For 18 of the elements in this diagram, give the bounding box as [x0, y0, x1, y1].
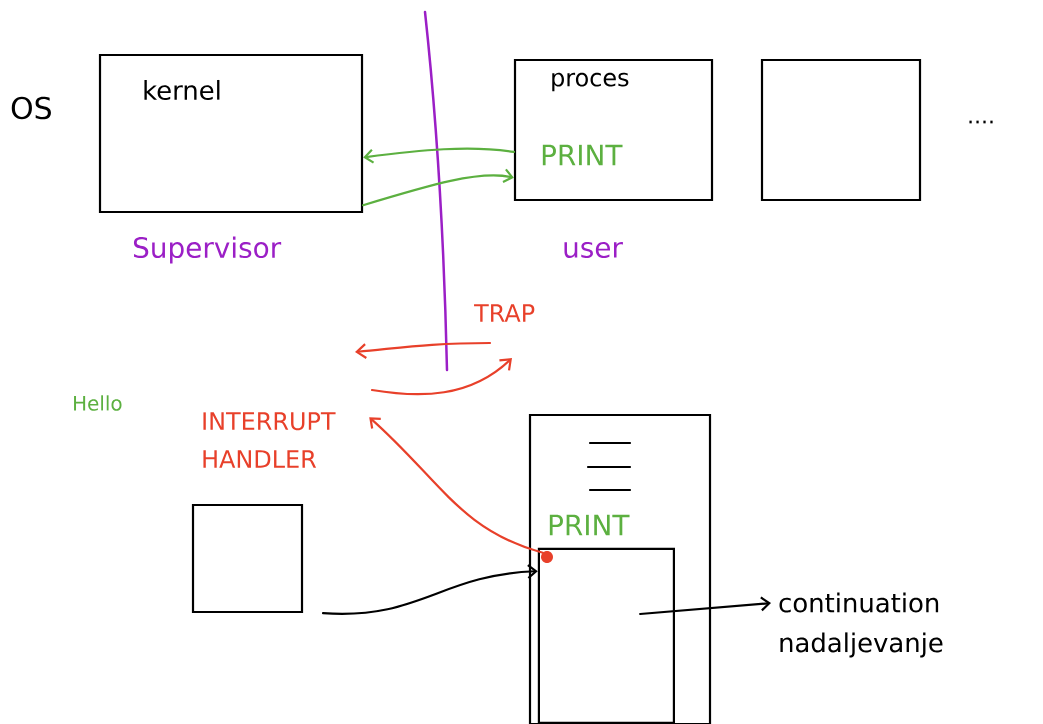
process-box [760, 58, 922, 202]
process-box: proces PRINT [513, 58, 714, 202]
inner-box [537, 547, 675, 724]
mode-label: user [564, 242, 623, 258]
arrow [639, 596, 772, 616]
ellipsis: .... [969, 120, 993, 124]
os-label: OS [11, 96, 51, 120]
arrow [369, 417, 544, 554]
program-box: PRINT [528, 413, 712, 724]
arrow [362, 168, 514, 207]
trap-label: TRAP [474, 304, 535, 322]
continuation-text: continuation nadaljevanje [779, 592, 943, 658]
handler-text: INTERRUPT HANDLER [203, 412, 336, 468]
arrow [321, 564, 538, 615]
program-box [191, 503, 304, 614]
arrow [363, 147, 515, 164]
kernel-box: kernel [98, 53, 364, 214]
hello-label: Hello [74, 395, 122, 411]
